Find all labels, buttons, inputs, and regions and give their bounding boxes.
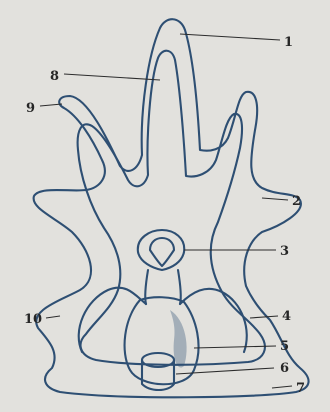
leader-line-2	[262, 198, 288, 200]
stomach-sac	[125, 297, 199, 384]
leader-line-5	[194, 346, 276, 348]
leader-line-1	[180, 34, 280, 40]
label-10: 10	[24, 312, 42, 327]
label-2: 2	[292, 194, 301, 209]
leader-line-6	[176, 368, 274, 374]
inner-body-outline	[78, 51, 265, 365]
label-5: 5	[280, 339, 289, 354]
label-3: 3	[280, 244, 289, 259]
label-4: 4	[282, 309, 291, 324]
stomach-shading	[170, 310, 187, 368]
label-6: 6	[280, 361, 289, 376]
outer-body-outline	[34, 19, 309, 397]
leader-line-4	[250, 316, 278, 318]
leader-line-7	[272, 386, 292, 388]
label-1: 1	[284, 35, 293, 50]
label-9: 9	[26, 101, 35, 116]
leader-line-10	[46, 316, 60, 318]
label-7: 7	[296, 381, 305, 396]
leader-line-9	[40, 104, 62, 106]
leader-line-8	[64, 74, 160, 80]
label-8: 8	[50, 69, 59, 84]
pharynx-inner	[150, 238, 174, 266]
